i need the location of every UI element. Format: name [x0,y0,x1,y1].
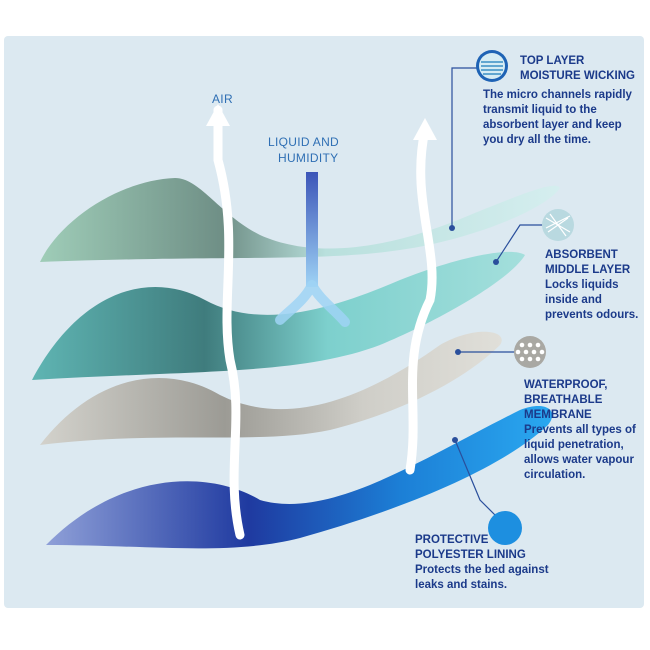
callout-dot-top [449,225,455,231]
lining-title-2: POLYESTER LINING [415,549,526,561]
liquid-split [275,280,350,327]
lining-title-1: PROTECTIVE [415,534,489,546]
absorbent-title-1: ABSORBENT [545,249,618,261]
top-layer-desc: The micro channels rapidly transmit liqu… [483,88,632,148]
air-arrowhead-right [413,118,437,140]
top-layer [40,178,560,262]
absorbent-desc-line: inside and [545,294,602,306]
callout-line-absorbent [495,224,545,263]
liquid-label: LIQUID AND [268,135,340,149]
callout-dot-membrane [455,349,461,355]
membrane-desc-line: allows water vapour [524,454,634,466]
absorbent-callout: ABSORBENT MIDDLE LAYER Locks liquids ins… [545,248,638,323]
humidity-label: HUMIDITY [278,151,339,165]
air-arrow-right [405,125,437,475]
top-layer-desc-line: The micro channels rapidly [483,89,632,101]
air-arrowhead-left [206,104,230,126]
liquid-stream [306,172,318,287]
top-layer-desc-line: absorbent layer and keep [483,119,622,131]
membrane-swatch-icon [514,336,546,368]
membrane-title-1: WATERPROOF, [524,379,608,391]
callout-dot-absorbent [493,259,499,265]
top-layer-title-2: MOISTURE WICKING [520,70,635,82]
top-layer-desc-line: transmit liquid to the [483,104,597,116]
callout-dot-lining [452,437,458,443]
lining-desc-line: Protects the bed against [415,564,549,576]
air-label: AIR [212,92,233,106]
membrane-callout: WATERPROOF, BREATHABLE MEMBRANE Prevents… [524,378,636,483]
membrane-title-2: BREATHABLE [524,394,603,406]
top-layer-desc-line: you dry all the time. [483,134,591,146]
top-layer-callout: TOP LAYER MOISTURE WICKING [520,54,635,84]
lining-swatch-icon [488,511,522,545]
top-layer-title-1: TOP LAYER [520,55,585,67]
membrane-desc-line: Prevents all types of [524,424,636,436]
absorbent-title-2: MIDDLE LAYER [545,264,631,276]
air-arrow-left [213,105,245,540]
top-layer-swatch-icon [476,50,508,82]
callout-line-top [451,67,478,228]
absorbent-swatch-icon [542,209,574,241]
lining-callout: PROTECTIVE POLYESTER LINING Protects the… [415,533,549,593]
membrane-desc-line: circulation. [524,469,586,481]
membrane-layer [40,331,502,445]
lining-desc-line: leaks and stains. [415,579,508,591]
absorbent-desc-line: Locks liquids [545,279,619,291]
absorbent-desc-line: prevents odours. [545,309,639,321]
membrane-desc-line: liquid penetration, [524,439,624,451]
membrane-title-3: MEMBRANE [524,409,592,421]
lining-layer [46,405,553,549]
